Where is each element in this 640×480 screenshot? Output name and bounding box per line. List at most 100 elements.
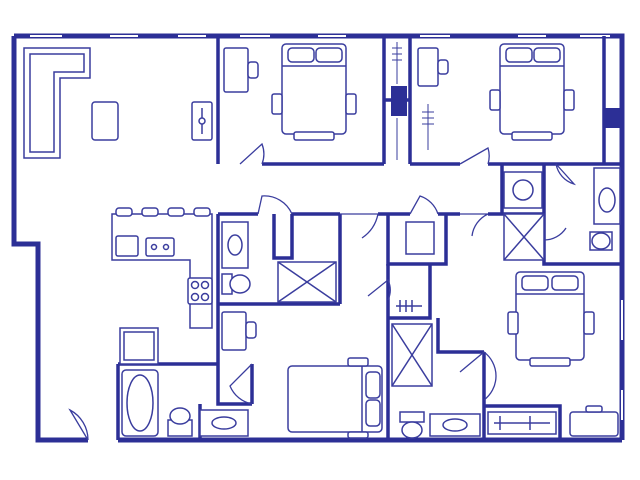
door-closet-center bbox=[340, 213, 379, 239]
kitchen-sink-right bbox=[145, 237, 175, 257]
console-knob bbox=[198, 117, 206, 125]
shower-diagonal bbox=[277, 261, 337, 303]
nightstand bbox=[583, 311, 595, 335]
nightstand bbox=[345, 93, 357, 115]
pillow bbox=[365, 399, 381, 427]
door-bedroom-bc bbox=[229, 363, 253, 405]
burner bbox=[190, 292, 200, 302]
desk bbox=[221, 311, 247, 351]
sink-drain bbox=[150, 243, 158, 251]
toilet bbox=[221, 273, 233, 295]
bathroom-bottom-left bbox=[121, 369, 249, 437]
vanity bbox=[221, 221, 249, 269]
counter-outline bbox=[111, 213, 213, 329]
exterior-wall-top-left bbox=[11, 36, 88, 443]
vanity-basin bbox=[227, 234, 243, 256]
tub-basin bbox=[126, 374, 154, 432]
column-closet bbox=[391, 86, 407, 116]
closet-shelves-right bbox=[422, 104, 434, 150]
desk-chair bbox=[247, 61, 259, 79]
bed-footboard bbox=[511, 131, 553, 141]
bathroom-bottom-right bbox=[391, 323, 481, 439]
shower-diagonal bbox=[503, 213, 545, 261]
cooktop bbox=[187, 277, 213, 305]
sink-basin bbox=[512, 179, 534, 201]
toilet-bowl bbox=[229, 274, 251, 294]
toilet-bowl bbox=[591, 232, 611, 250]
bedroom-top-left bbox=[223, 43, 357, 141]
tv-console bbox=[191, 101, 213, 141]
door-closet-mid bbox=[409, 195, 439, 215]
vanity-basin bbox=[211, 416, 237, 430]
nightstand bbox=[563, 89, 575, 111]
stool bbox=[193, 207, 211, 217]
nightstand bbox=[489, 89, 501, 111]
central-closet bbox=[396, 221, 435, 312]
desk bbox=[417, 47, 439, 87]
stool bbox=[141, 207, 159, 217]
nightstand bbox=[347, 357, 369, 367]
dresser-handle bbox=[585, 405, 603, 413]
door-bedroom-right bbox=[459, 351, 497, 401]
bedroom-right bbox=[507, 271, 619, 437]
stool bbox=[167, 207, 185, 217]
bedroom-top-right bbox=[417, 43, 575, 141]
door-bedroom-tl bbox=[239, 142, 265, 165]
desk-chair bbox=[437, 59, 449, 75]
sink-drain bbox=[162, 243, 170, 251]
bed-footboard bbox=[293, 131, 335, 141]
bedroom-bottom-center bbox=[221, 311, 383, 439]
burner bbox=[200, 292, 210, 302]
vanity-basin bbox=[442, 418, 468, 432]
toilet bbox=[399, 411, 425, 423]
nightstand bbox=[271, 93, 283, 115]
bathroom-top-right bbox=[503, 167, 621, 261]
toilet-bowl bbox=[169, 407, 191, 425]
door-closet-bc bbox=[367, 278, 391, 301]
nightstand bbox=[507, 311, 519, 335]
door-bath-center bbox=[257, 195, 293, 215]
bed-footboard bbox=[529, 357, 571, 367]
toilet-bowl bbox=[401, 421, 423, 439]
pillow bbox=[505, 47, 533, 63]
wall-laundry-top bbox=[484, 404, 562, 440]
coffee-table bbox=[91, 101, 119, 141]
pillow bbox=[533, 47, 561, 63]
dresser bbox=[569, 411, 619, 437]
door-bedroom-tr bbox=[459, 147, 490, 165]
wall-bath-br-top bbox=[436, 318, 484, 354]
closet-shelves-left bbox=[392, 42, 402, 160]
wall-center-closet2 bbox=[388, 264, 432, 320]
wall-bath-center-shower bbox=[272, 214, 294, 260]
wall-center-closet bbox=[386, 214, 448, 266]
storage-unit bbox=[405, 221, 435, 255]
stool bbox=[115, 207, 133, 217]
pillow bbox=[521, 275, 549, 291]
laundry bbox=[487, 411, 557, 435]
doors bbox=[68, 142, 577, 441]
desk bbox=[223, 47, 249, 93]
pillow bbox=[315, 47, 343, 63]
shower-diagonal bbox=[391, 323, 433, 387]
nightstand bbox=[347, 431, 369, 439]
interior-walls bbox=[116, 36, 622, 440]
kitchen-island bbox=[111, 207, 213, 365]
door-bath-br-shower bbox=[543, 214, 567, 241]
burner bbox=[190, 280, 200, 290]
vanity-basin bbox=[598, 187, 616, 213]
door-entry bbox=[68, 408, 89, 441]
windows bbox=[30, 35, 623, 420]
sectional-sofa bbox=[23, 47, 91, 159]
sofa-cushion bbox=[29, 53, 85, 153]
door-bath-tr bbox=[555, 163, 577, 186]
wall-blocks bbox=[391, 86, 620, 128]
kitchen-sink-left bbox=[115, 235, 139, 257]
bed bbox=[287, 365, 383, 433]
pillow bbox=[365, 371, 381, 399]
pillow bbox=[551, 275, 579, 291]
fridge-door bbox=[123, 331, 155, 361]
desk-chair bbox=[245, 321, 257, 339]
pillow bbox=[287, 47, 315, 63]
column-right bbox=[604, 108, 620, 128]
